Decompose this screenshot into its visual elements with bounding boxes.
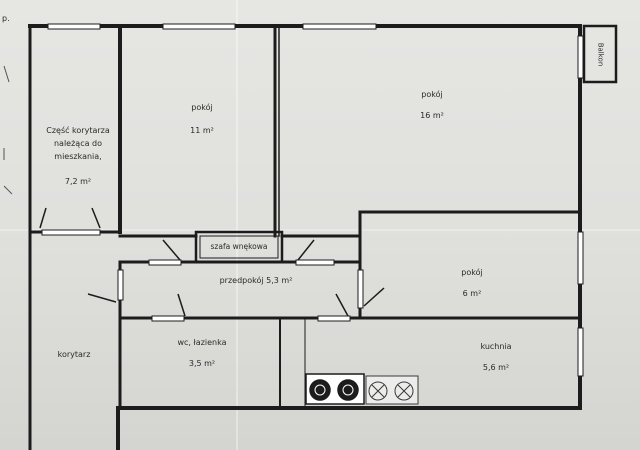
label-line: należąca do xyxy=(53,139,103,148)
counter xyxy=(365,375,419,405)
door-swing xyxy=(177,293,186,317)
door-swing xyxy=(87,293,117,303)
paper-fold-horizontal xyxy=(0,229,640,231)
room-name: pokój xyxy=(191,103,213,112)
window xyxy=(162,23,236,30)
label-line: Część korytarza xyxy=(46,126,110,135)
room-name: wc, łazienka xyxy=(177,338,227,347)
window xyxy=(151,315,185,322)
room-name: pokój xyxy=(421,90,443,99)
door-swing xyxy=(91,207,101,229)
label-line: mieszkania, xyxy=(54,152,102,161)
door-swing xyxy=(162,239,181,261)
margin-text: p. xyxy=(2,14,10,23)
window xyxy=(577,327,584,377)
label-area: 7,2 m² xyxy=(64,177,92,186)
window xyxy=(47,23,101,30)
door-swing xyxy=(335,293,349,317)
door-swing xyxy=(297,239,315,261)
margin-mark xyxy=(3,185,13,195)
room-area: 11 m² xyxy=(190,126,214,135)
window xyxy=(148,259,182,266)
door-swing xyxy=(39,207,47,229)
room-area: 5,6 m² xyxy=(482,363,510,372)
room-name: kuchnia xyxy=(480,342,512,351)
margin-mark xyxy=(3,65,10,83)
window xyxy=(117,269,124,301)
window xyxy=(317,315,351,322)
window xyxy=(577,35,584,79)
label-room-small: pokój 11 m² xyxy=(170,101,234,137)
room-name: pokój xyxy=(461,268,483,277)
room-area: 16 m² xyxy=(420,111,444,120)
label-corridor: korytarz xyxy=(57,350,91,359)
wardrobe-inner xyxy=(199,235,279,259)
room-area: 6 m² xyxy=(462,289,482,298)
window xyxy=(577,231,584,285)
label-wardrobe: szafa wnękowa xyxy=(210,242,268,251)
label-corridor-part: Część korytarza należąca do mieszkania, … xyxy=(40,124,116,188)
window xyxy=(357,269,364,309)
wardrobe-box xyxy=(194,230,284,264)
paper-fold-vertical xyxy=(236,0,238,450)
room-area: 3,5 m² xyxy=(188,359,216,368)
label-balcony: Balkon xyxy=(596,42,605,67)
balcony-box xyxy=(582,24,618,84)
window xyxy=(295,259,335,266)
window xyxy=(302,23,377,30)
label-bathroom: wc, łazienka 3,5 m² xyxy=(160,336,244,370)
stove xyxy=(305,373,365,405)
label-room-large: pokój 16 m² xyxy=(400,88,464,122)
window xyxy=(41,229,101,236)
label-kitchen: kuchnia 5,6 m² xyxy=(464,340,528,374)
label-hallway: przedpokój 5,3 m² xyxy=(219,276,293,285)
label-room-mid: pokój 6 m² xyxy=(440,266,504,300)
outer-wall xyxy=(116,24,582,450)
door-swing xyxy=(363,287,385,307)
